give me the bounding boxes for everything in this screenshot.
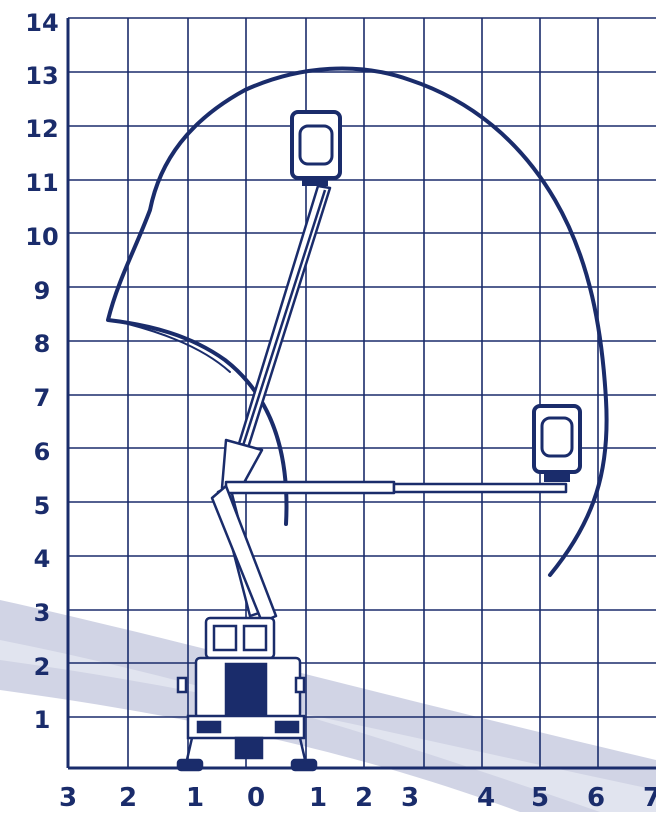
x-label-5: 5 [531, 783, 549, 812]
x-label-1-right: 1 [309, 783, 327, 812]
x-label-7: 7 [643, 783, 656, 812]
grid [66, 17, 656, 770]
x-label-2-right: 2 [355, 783, 373, 812]
y-label-4: 4 [34, 545, 51, 573]
upper-boom-horizontal [224, 480, 396, 495]
x-label-3-right: 3 [401, 783, 419, 812]
y-label-11: 11 [25, 169, 58, 197]
basket-top [290, 110, 342, 186]
x-axis-labels: 3 2 1 0 1 2 3 4 5 6 7 [59, 783, 656, 813]
y-label-6: 6 [34, 438, 51, 466]
x-label-4: 4 [477, 783, 495, 812]
y-label-12: 12 [25, 115, 58, 143]
y-label-14: 14 [25, 9, 58, 37]
x-label-1-left: 1 [186, 783, 204, 812]
y-label-1: 1 [34, 706, 51, 734]
y-label-10: 10 [25, 223, 58, 251]
x-label-3-left: 3 [59, 783, 77, 812]
right-wheel [290, 758, 318, 772]
vehicle [176, 616, 318, 772]
x-label-2-left: 2 [119, 783, 137, 812]
outer-envelope-curve [106, 66, 609, 577]
y-label-7: 7 [34, 384, 51, 412]
left-wheel [176, 758, 204, 772]
working-envelope [106, 66, 609, 577]
y-label-13: 13 [25, 62, 58, 90]
boom-horizontal [210, 480, 568, 624]
decorative-swoosh [0, 600, 656, 812]
y-label-2: 2 [34, 653, 51, 681]
boom-extension-horizontal [392, 482, 568, 494]
y-label-9: 9 [34, 277, 51, 305]
y-axis-labels: 14 13 12 11 10 9 8 7 6 5 4 3 2 1 [25, 9, 58, 734]
x-label-6: 6 [587, 783, 605, 812]
y-label-3: 3 [34, 599, 51, 627]
x-label-0: 0 [247, 783, 265, 812]
inner-envelope-line [111, 319, 231, 373]
y-label-8: 8 [34, 330, 51, 358]
lower-boom-horizontal [210, 484, 278, 624]
y-label-5: 5 [34, 492, 51, 520]
basket-right [532, 404, 582, 482]
